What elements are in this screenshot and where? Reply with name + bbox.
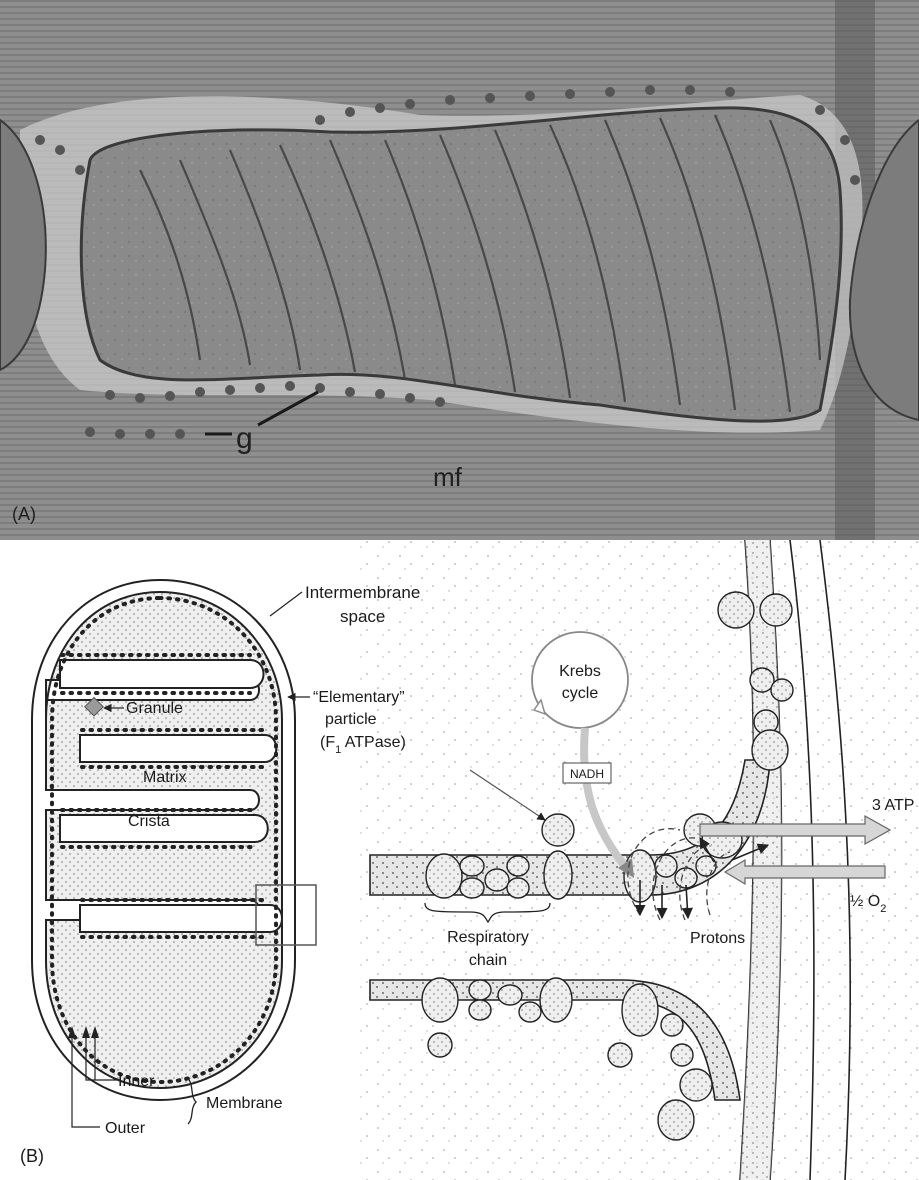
label-o2-sub: 2 — [880, 903, 886, 915]
label-mf: mf — [433, 462, 463, 492]
label-nadh: NADH — [570, 767, 604, 781]
crista-fold-2 — [80, 735, 276, 762]
label-krebs-1: Krebs — [559, 663, 601, 680]
krebs-cycle-circle — [532, 632, 628, 728]
label-resp-2: chain — [469, 952, 507, 969]
schematic-panel-b: Intermembrane space Granule “Elementary”… — [0, 540, 919, 1180]
label-granule: Granule — [126, 700, 183, 717]
mitochondrion-schematic — [32, 580, 316, 1100]
label-elementary-3-pre: (F — [320, 734, 335, 751]
label-g: g — [236, 422, 253, 455]
micrograph-panel-a: g mf (A) — [0, 0, 919, 540]
label-inner: Inner — [118, 1073, 155, 1090]
label-krebs-2: cycle — [562, 685, 599, 702]
label-intermembrane-2: space — [340, 607, 385, 626]
label-matrix: Matrix — [143, 769, 187, 786]
label-protons: Protons — [690, 930, 745, 947]
label-elementary-2: particle — [325, 711, 377, 728]
panel-a-label: (A) — [12, 504, 36, 524]
panel-b-label: (B) — [20, 1146, 44, 1166]
crista-fold-1 — [60, 660, 264, 688]
label-atp: 3 ATP — [872, 797, 914, 814]
label-intermembrane-1: Intermembrane — [305, 583, 420, 602]
label-elementary-3-post: ATPase) — [341, 734, 406, 751]
label-crista: Crista — [128, 813, 170, 830]
label-membrane: Membrane — [206, 1095, 283, 1112]
label-o2-pre: ½ O — [850, 893, 880, 910]
label-outer: Outer — [105, 1120, 146, 1137]
mitochondrion-micrograph — [81, 108, 841, 421]
label-elementary-1: “Elementary” — [313, 689, 405, 706]
label-resp-1: Respiratory — [447, 929, 529, 946]
crista-fold-4 — [80, 905, 282, 932]
